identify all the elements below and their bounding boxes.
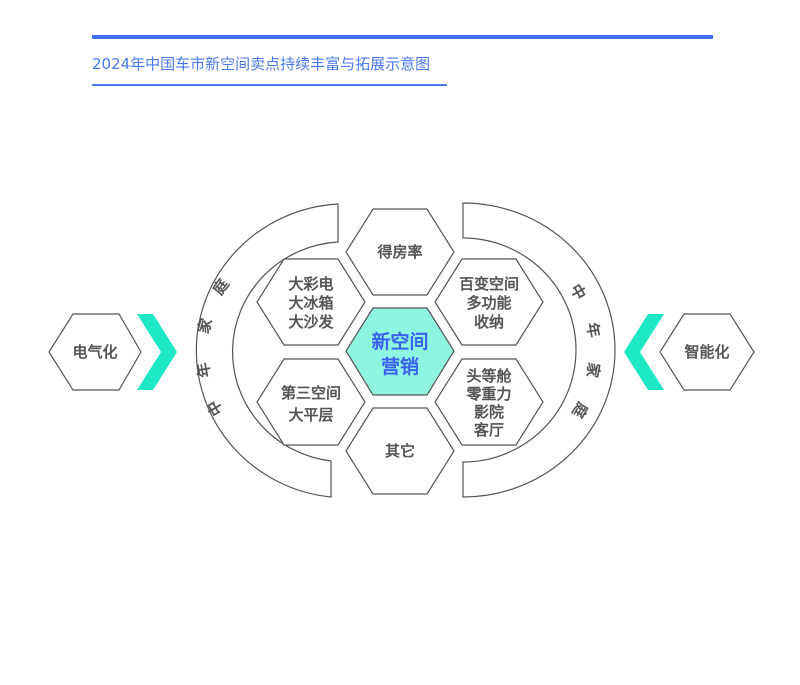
svg-text:零重力: 零重力 [465, 385, 511, 403]
svg-text:大平层: 大平层 [288, 406, 333, 424]
svg-text:影院: 影院 [474, 403, 504, 421]
svg-text:年: 年 [583, 321, 603, 339]
right-arc-band [462, 202, 616, 498]
svg-text:收纳: 收纳 [474, 313, 504, 331]
chevron-right-icon [137, 314, 177, 390]
left-arc-band [195, 203, 339, 498]
svg-text:其它: 其它 [385, 442, 415, 460]
svg-text:家: 家 [194, 316, 215, 335]
svg-text:得房率: 得房率 [376, 243, 422, 261]
svg-text:客厅: 客厅 [473, 421, 504, 439]
svg-text:多功能: 多功能 [466, 294, 511, 312]
svg-text:智能化: 智能化 [684, 343, 729, 361]
hex-upper-right: 百变空间 多功能 收纳 [434, 258, 544, 346]
svg-text:家: 家 [583, 361, 603, 379]
hex-right-driver: 智能化 [659, 313, 755, 391]
hex-upper-left: 大彩电 大冰箱 大沙发 [256, 258, 366, 346]
hex-lower-left: 第三空间 大平层 [256, 358, 366, 446]
svg-text:营销: 营销 [381, 355, 419, 378]
svg-text:头等舱: 头等舱 [466, 367, 512, 385]
svg-text:第三空间: 第三空间 [281, 384, 341, 402]
svg-text:年: 年 [194, 361, 214, 379]
svg-text:新空间: 新空间 [371, 330, 428, 353]
svg-text:大沙发: 大沙发 [288, 313, 334, 331]
svg-text:百变空间: 百变空间 [459, 275, 519, 293]
header-accent-bar [92, 35, 713, 39]
svg-text:大冰箱: 大冰箱 [288, 294, 333, 312]
chevron-left-icon [624, 314, 664, 390]
hex-left-driver: 电气化 [48, 313, 142, 391]
page-title: 2024年中国车市新空间卖点持续丰富与拓展示意图 [92, 55, 431, 73]
svg-text:电气化: 电气化 [72, 343, 117, 361]
hex-lower-right: 头等舱 零重力 影院 客厅 [434, 358, 544, 446]
right-arc-text: 中 年 家 庭 [566, 281, 603, 422]
hex-top: 得房率 [345, 208, 455, 296]
svg-text:大彩电: 大彩电 [288, 275, 333, 293]
hex-bottom: 其它 [345, 407, 455, 495]
hex-center: 新空间 营销 [345, 307, 455, 396]
title-underline [92, 84, 447, 86]
